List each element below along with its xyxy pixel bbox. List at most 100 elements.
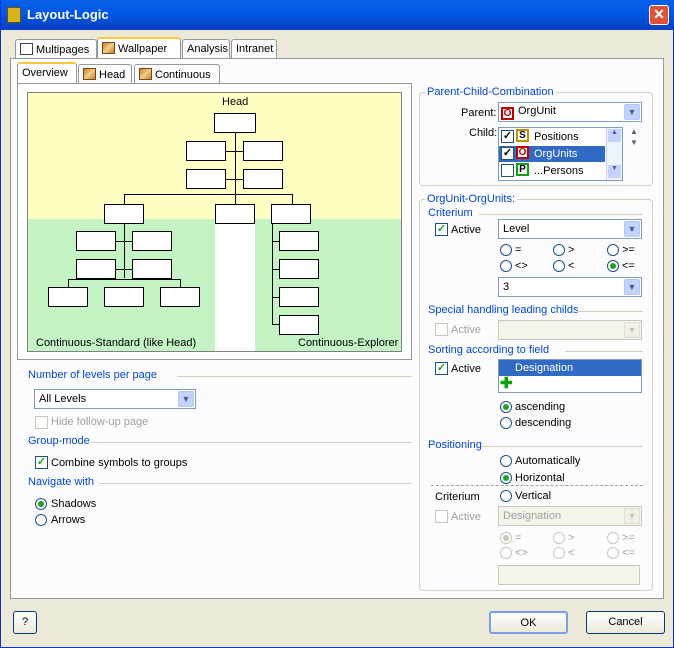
auto-label: Automatically bbox=[515, 455, 581, 467]
help-button[interactable]: ? bbox=[13, 611, 37, 634]
op-label: >= bbox=[622, 532, 635, 544]
org-box bbox=[279, 287, 319, 307]
orgunit-icon: O bbox=[516, 146, 529, 159]
chevron-up-icon[interactable]: ▲ bbox=[608, 129, 621, 142]
criterium-value: 3 bbox=[503, 281, 510, 293]
pos-op-le-radio[interactable] bbox=[607, 547, 619, 559]
layout-preview: Head bbox=[27, 92, 402, 352]
tab-intranet[interactable]: Intranet bbox=[231, 39, 277, 59]
tab-analysis[interactable]: Analysis bbox=[182, 39, 230, 59]
persons-checkbox[interactable] bbox=[501, 164, 514, 177]
tab-multipages[interactable]: Multipages bbox=[15, 39, 97, 59]
pos-op-gt-radio[interactable] bbox=[553, 532, 565, 544]
groupmode-title: Group-mode bbox=[28, 435, 90, 447]
ascending-radio[interactable] bbox=[500, 401, 512, 413]
connector bbox=[226, 179, 243, 180]
child-item-label: Positions bbox=[534, 131, 579, 143]
ok-button[interactable]: OK bbox=[489, 611, 568, 634]
org-box bbox=[104, 204, 144, 224]
shadows-radio[interactable] bbox=[35, 498, 47, 510]
positioning-active-checkbox[interactable] bbox=[435, 510, 448, 523]
org-box bbox=[76, 259, 116, 279]
hide-followup-checkbox[interactable] bbox=[35, 416, 48, 429]
positioning-field-value: Designation bbox=[503, 510, 562, 522]
op-ge-radio[interactable] bbox=[607, 244, 619, 256]
org-box bbox=[215, 204, 255, 224]
sorting-active-checkbox[interactable]: ✓ bbox=[435, 362, 448, 375]
child-list[interactable]: ✓ S Positions ✓ O OrgUnits P ...Persons … bbox=[498, 127, 623, 181]
subtab-overview[interactable]: Overview bbox=[17, 62, 77, 84]
pos-op-ge-radio[interactable] bbox=[607, 532, 619, 544]
positioning-field-select[interactable]: Designation▼ bbox=[498, 506, 642, 526]
op-gt-radio[interactable] bbox=[553, 244, 565, 256]
pos-op-eq-radio[interactable] bbox=[500, 532, 512, 544]
positioning-value-input[interactable] bbox=[498, 565, 640, 585]
op-label: <= bbox=[622, 547, 635, 559]
cancel-button[interactable]: Cancel bbox=[586, 611, 665, 634]
pos-op-lt-radio[interactable] bbox=[553, 547, 565, 559]
subtab-head[interactable]: Head bbox=[78, 64, 132, 84]
op-le-radio[interactable] bbox=[607, 260, 619, 272]
move-up-icon[interactable]: ▲ bbox=[630, 127, 638, 136]
org-box bbox=[186, 169, 226, 189]
add-field-icon[interactable]: ✚ bbox=[500, 375, 513, 392]
descending-radio[interactable] bbox=[500, 417, 512, 429]
criterium-value-select[interactable]: 3▼ bbox=[498, 277, 642, 297]
connector bbox=[124, 194, 125, 204]
op-lt-radio[interactable] bbox=[553, 260, 565, 272]
multipages-icon bbox=[20, 43, 33, 55]
horizontal-label: Horizontal bbox=[515, 472, 565, 484]
special-select[interactable]: ▼ bbox=[498, 320, 642, 340]
criterium-active-checkbox[interactable]: ✓ bbox=[435, 223, 448, 236]
criterium-field-select[interactable]: Level▼ bbox=[498, 219, 642, 239]
arrows-radio[interactable] bbox=[35, 514, 47, 526]
sorting-field-list[interactable]: Designation ✚ bbox=[498, 359, 642, 393]
op-label: <= bbox=[622, 260, 635, 272]
org-box bbox=[243, 141, 283, 161]
divider bbox=[91, 442, 412, 443]
move-down-icon[interactable]: ▼ bbox=[630, 138, 638, 147]
app-icon bbox=[7, 7, 21, 23]
chevron-down-icon[interactable]: ▼ bbox=[608, 165, 621, 178]
child-list-scrollbar[interactable]: ▲ ▼ bbox=[606, 128, 622, 180]
connector bbox=[272, 241, 279, 242]
tab-label: Head bbox=[99, 69, 126, 81]
tab-wallpaper[interactable]: Wallpaper bbox=[97, 37, 181, 59]
positioning-criterium-label: Criterium bbox=[435, 491, 480, 503]
org-box bbox=[132, 231, 172, 251]
connector bbox=[272, 269, 279, 270]
horizontal-radio[interactable] bbox=[500, 472, 512, 484]
subtab-continuous[interactable]: Continuous bbox=[134, 64, 220, 84]
op-ne-radio[interactable] bbox=[500, 260, 512, 272]
combine-symbols-checkbox[interactable]: ✓ bbox=[35, 456, 48, 469]
sorting-title: Sorting according to field bbox=[428, 344, 550, 356]
org-box bbox=[279, 315, 319, 335]
vertical-radio[interactable] bbox=[500, 490, 512, 502]
org-box bbox=[271, 204, 311, 224]
combine-symbols-label: Combine symbols to groups bbox=[51, 457, 188, 469]
org-box bbox=[160, 287, 200, 307]
parent-child-title: Parent-Child-Combination bbox=[425, 86, 556, 98]
child-item-orgunits[interactable]: ✓ O OrgUnits bbox=[499, 146, 605, 162]
positioning-active-label: Active bbox=[451, 511, 481, 523]
levels-select[interactable]: All Levels▼ bbox=[34, 389, 196, 409]
positions-checkbox[interactable]: ✓ bbox=[501, 130, 514, 143]
special-active-checkbox[interactable] bbox=[435, 323, 448, 336]
shadows-label: Shadows bbox=[51, 498, 97, 510]
wallpaper-icon bbox=[102, 42, 115, 54]
child-item-persons[interactable]: P ...Persons bbox=[499, 163, 605, 179]
descending-label: descending bbox=[515, 417, 572, 429]
criterium-title: Criterium bbox=[428, 207, 473, 219]
hide-followup-label: Hide follow-up page bbox=[51, 416, 149, 428]
orgunits-checkbox[interactable]: ✓ bbox=[501, 147, 514, 160]
auto-radio[interactable] bbox=[500, 455, 512, 467]
sorting-field-item[interactable]: Designation bbox=[499, 360, 641, 376]
tab-label: Multipages bbox=[36, 44, 90, 56]
child-item-label: ...Persons bbox=[534, 165, 584, 177]
continuous-icon bbox=[139, 68, 152, 80]
pos-op-ne-radio[interactable] bbox=[500, 547, 512, 559]
op-eq-radio[interactable] bbox=[500, 244, 512, 256]
child-item-positions[interactable]: ✓ S Positions bbox=[499, 129, 605, 145]
close-button[interactable]: ✕ bbox=[649, 5, 669, 25]
